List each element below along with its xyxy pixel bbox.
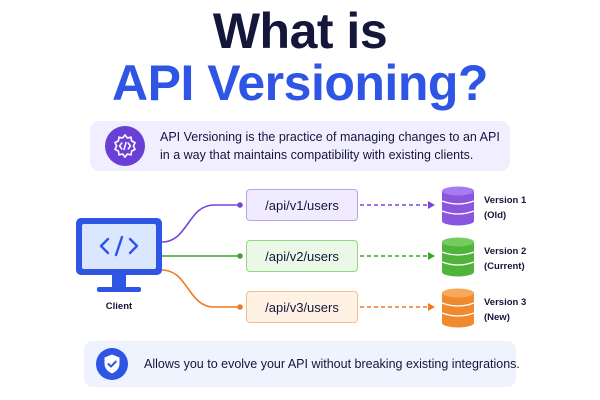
connector-dot-v1: [237, 202, 243, 208]
connector-dot-v3: [237, 304, 243, 310]
benefit-text: Allows you to evolve your API without br…: [144, 357, 520, 371]
database-icon-v1: [441, 186, 475, 226]
code-gear-icon: [105, 126, 145, 166]
database-icon-v3: [441, 288, 475, 328]
definition-text: API Versioning is the practice of managi…: [160, 130, 500, 162]
version-name-v1: Version 1: [484, 195, 527, 206]
title-line-1: What is: [212, 3, 388, 59]
connector-v1: [161, 204, 240, 243]
version-status-v3: (New): [484, 312, 510, 323]
version-status-v2: (Current): [484, 261, 525, 272]
version-status-v1: (Old): [484, 210, 507, 221]
shield-check-icon: [96, 348, 128, 380]
title-line-2: API Versioning?: [112, 55, 488, 111]
connector-dot-v2: [237, 253, 243, 259]
client-label: Client: [105, 301, 133, 312]
definition-box: [90, 121, 510, 171]
connector-v3: [161, 269, 240, 308]
monitor-code-icon: [76, 218, 162, 292]
endpoint-v3: /api/v3/users: [246, 291, 358, 323]
benefit-box: [84, 341, 516, 387]
endpoint-v1: /api/v1/users: [246, 189, 358, 221]
version-name-v3: Version 3: [484, 297, 527, 308]
version-name-v2: Version 2: [484, 246, 527, 257]
version-label-v2: Version 2 (Current): [484, 244, 526, 274]
endpoint-v2: /api/v2/users: [246, 240, 358, 272]
database-icon-v2: [441, 237, 475, 277]
version-label-v3: Version 3 (New): [484, 295, 526, 325]
version-label-v1: Version 1 (Old): [484, 193, 526, 223]
